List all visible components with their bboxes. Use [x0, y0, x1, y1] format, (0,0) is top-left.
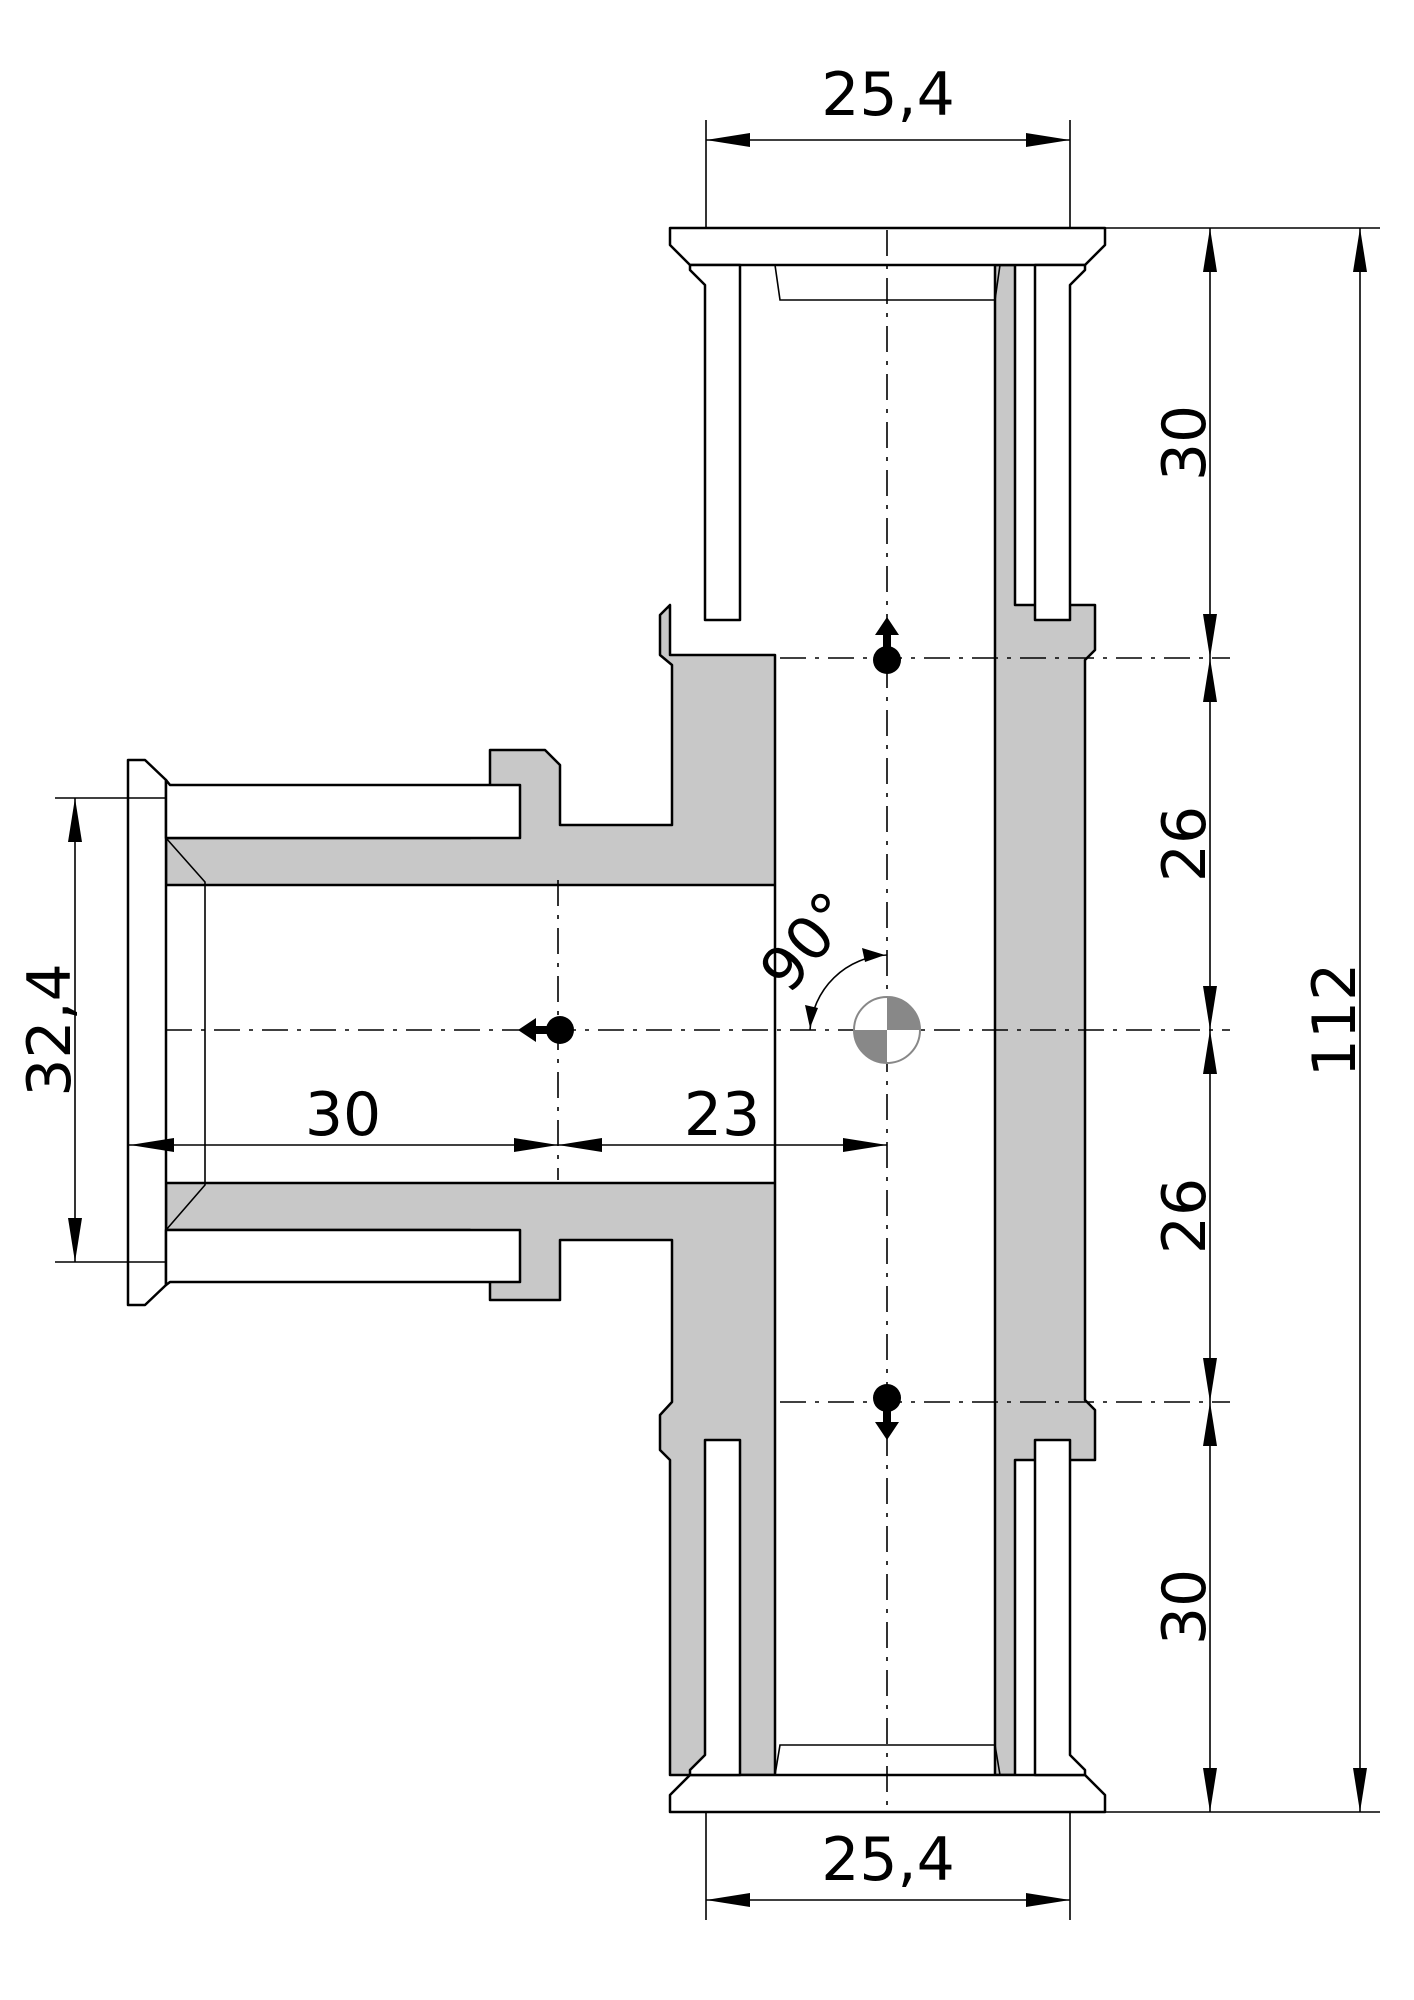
dim-bottom-width: 25,4 [821, 1825, 955, 1895]
branch-sleeve-bottom [164, 1228, 522, 1287]
dimension-lines [55, 120, 1380, 1920]
flow-markers [518, 617, 901, 1440]
dim-branch-socket: 30 [305, 1080, 381, 1150]
dim-branch-diameter: 32,4 [15, 963, 85, 1097]
top-sleeve-left [688, 263, 742, 622]
branch-socket [126, 758, 522, 1307]
dim-top-width: 25,4 [821, 60, 955, 130]
dim-lower-socket: 30 [1150, 1569, 1220, 1645]
branch-sleeve-top [164, 778, 522, 840]
dim-lower-mid: 26 [1150, 1178, 1220, 1254]
branch-flange [126, 758, 168, 1307]
top-socket [668, 226, 1107, 622]
main-body [164, 263, 1097, 1777]
dim-upper-socket: 30 [1150, 405, 1220, 481]
bottom-sleeve-right [1033, 1438, 1087, 1777]
dim-total-height: 112 [1300, 963, 1370, 1078]
dim-upper-mid: 26 [1150, 806, 1220, 882]
dim-angle: 90° [747, 879, 869, 1005]
main-left-wall [164, 603, 777, 1777]
bottom-sleeve-left [688, 1438, 742, 1777]
bottom-inner-taper [774, 1744, 1001, 1776]
top-sleeve-right [1033, 263, 1087, 622]
center-symbol [853, 996, 921, 1064]
dim-branch-offset: 23 [684, 1080, 760, 1150]
bottom-socket [668, 1438, 1107, 1814]
branch-inner-taper [165, 837, 206, 1231]
